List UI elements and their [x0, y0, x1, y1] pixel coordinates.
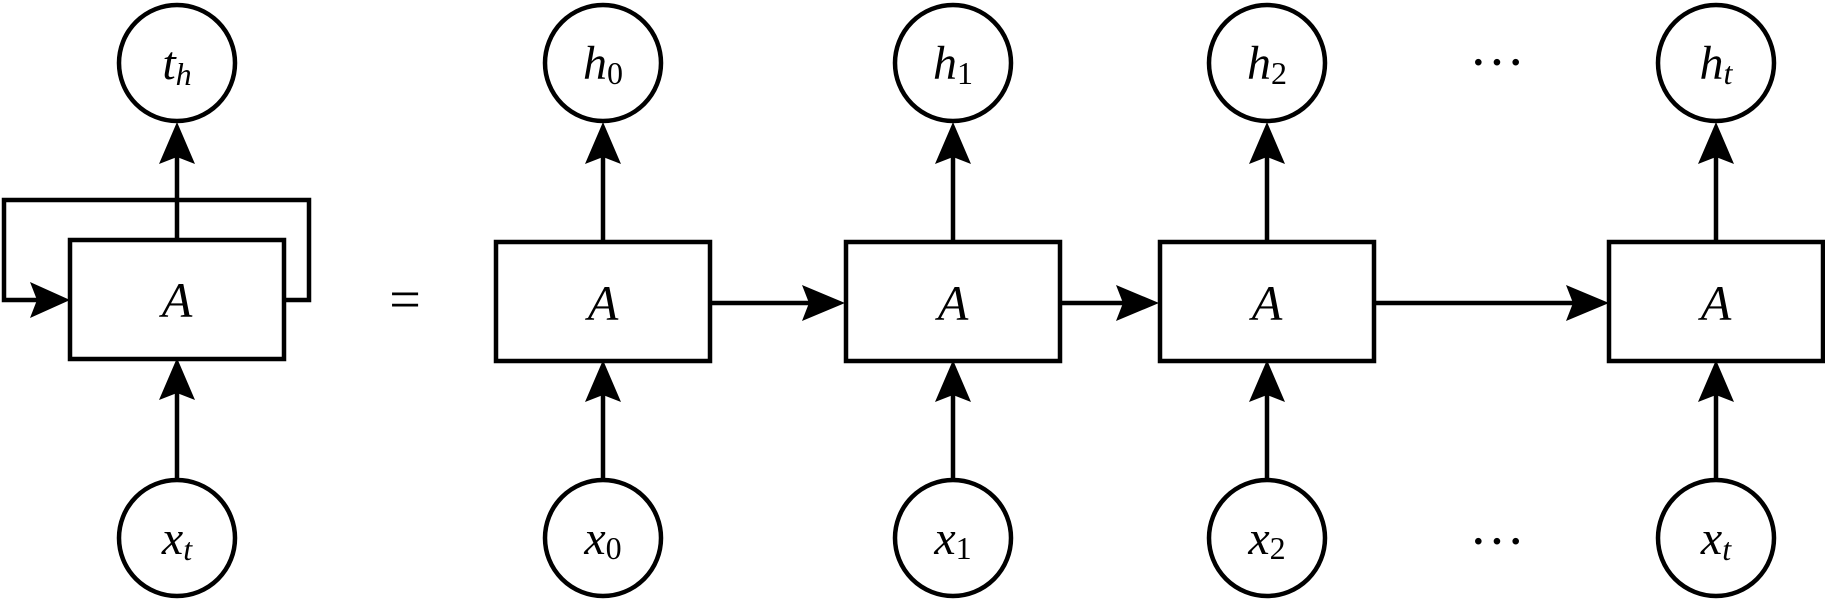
step-input-node — [1655, 477, 1777, 599]
step-input-arrowhead — [1249, 360, 1285, 402]
unrolled-step: A ht xt — [1606, 2, 1825, 599]
step-cell-label: A — [1249, 275, 1283, 331]
unrolled-step: A h2 x2 — [1157, 2, 1377, 599]
step-input-label: x1 — [933, 512, 971, 567]
step-output-base: h — [1247, 37, 1271, 90]
folded-input-sub: t — [183, 531, 193, 567]
step-input-arrowhead — [1698, 360, 1734, 402]
step-cell-label: A — [585, 275, 619, 331]
step-output-base: h — [1700, 37, 1724, 90]
unrolled-step: A h1 x1 — [843, 2, 1063, 599]
step-cell-box — [843, 239, 1063, 364]
step-input-sub: 0 — [606, 530, 622, 566]
step-cell-box — [1606, 239, 1825, 364]
step-cell-box — [493, 239, 713, 364]
step-input-node — [542, 477, 664, 599]
step-output-arrowhead — [1249, 122, 1285, 164]
folded-input-node — [116, 477, 238, 599]
unrolled-step: A h0 x0 — [493, 2, 713, 599]
folded-input-label: xt — [161, 512, 193, 568]
step-output-label: h1 — [933, 37, 973, 92]
step-output-sub: 0 — [607, 55, 623, 91]
step-output-base: h — [583, 37, 607, 90]
step-output-label: h0 — [583, 37, 623, 92]
recurrent-loop-arrowhead — [30, 282, 70, 318]
folded-cell-label: A — [159, 272, 193, 328]
step-cell-label: A — [935, 275, 969, 331]
recurrent-connections — [711, 285, 1609, 321]
folded-output-label: th — [162, 37, 191, 93]
step-input-arrowhead — [585, 360, 621, 402]
step-input-sub: 2 — [1270, 530, 1286, 566]
step-output-arrowhead — [935, 122, 971, 164]
step-input-label: x0 — [583, 512, 621, 567]
step-output-arrowhead — [1698, 122, 1734, 164]
step-input-base: x — [583, 512, 605, 565]
step-output-sub: t — [1724, 55, 1734, 91]
folded-rnn: A th xt — [1, 2, 312, 599]
step-input-node — [1206, 477, 1328, 599]
connection-2-t-arrowhead — [1566, 285, 1609, 321]
folded-output-arrowhead — [159, 122, 195, 164]
step-input-label: xt — [1700, 512, 1732, 568]
step-output-node — [542, 2, 664, 124]
step-output-node — [1655, 2, 1777, 124]
connection-1-2-arrowhead — [1116, 285, 1159, 321]
step-cell-label: A — [1698, 275, 1732, 331]
step-input-base: x — [1247, 512, 1269, 565]
step-input-sub: t — [1722, 531, 1732, 567]
step-output-node — [892, 2, 1014, 124]
step-output-label: h2 — [1247, 37, 1287, 92]
step-output-arrowhead — [585, 122, 621, 164]
step-output-base: h — [933, 37, 957, 90]
folded-output-base: t — [162, 37, 177, 90]
equals-sign: = — [389, 269, 421, 331]
step-input-node — [892, 477, 1014, 599]
recurrent-loop-wire — [1, 197, 312, 303]
output-ellipsis: ··· — [1469, 32, 1525, 94]
step-output-label: ht — [1700, 37, 1734, 92]
step-output-sub: 1 — [957, 55, 973, 91]
folded-output-node — [116, 2, 238, 124]
folded-cell-box — [67, 237, 287, 362]
step-output-sub: 2 — [1271, 55, 1287, 91]
step-cell-box — [1157, 239, 1377, 364]
step-input-base: x — [933, 512, 955, 565]
step-output-node — [1206, 2, 1328, 124]
step-input-label: x2 — [1247, 512, 1285, 567]
folded-output-sub: h — [176, 56, 192, 92]
folded-input-base: x — [161, 512, 183, 565]
input-ellipsis: ··· — [1469, 511, 1525, 573]
folded-input-arrowhead — [159, 358, 195, 400]
step-input-sub: 1 — [956, 530, 972, 566]
step-input-arrowhead — [935, 360, 971, 402]
connection-0-1-arrowhead — [802, 285, 845, 321]
step-input-base: x — [1700, 512, 1722, 565]
